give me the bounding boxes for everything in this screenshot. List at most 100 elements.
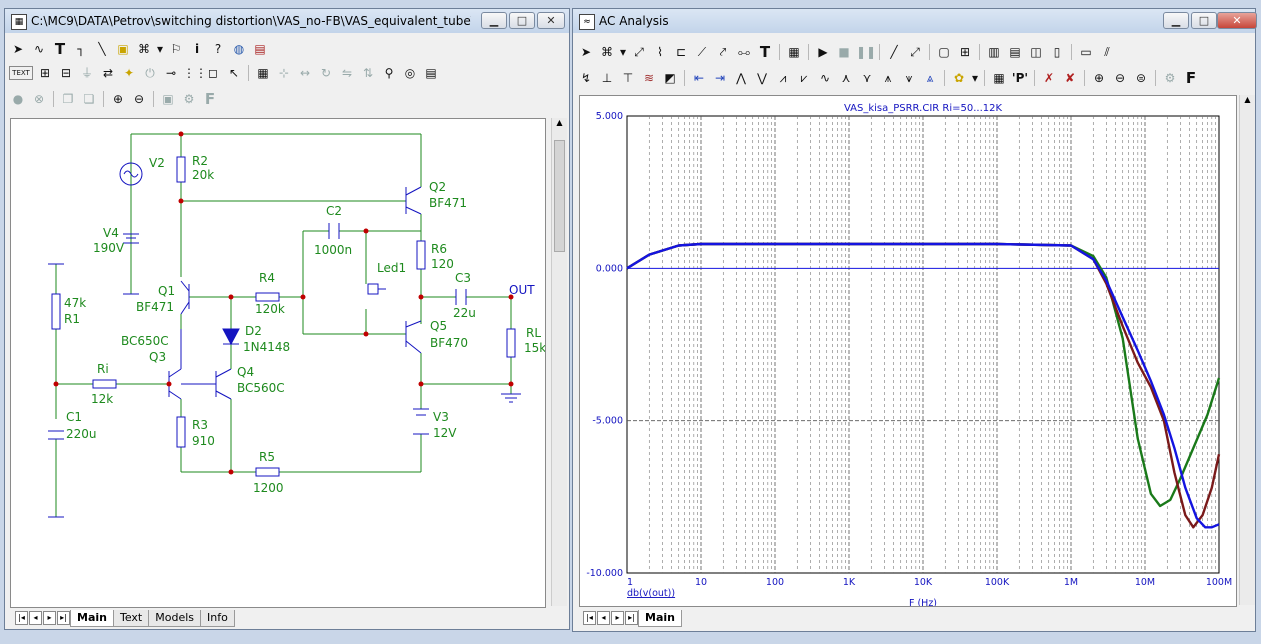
- properties-icon[interactable]: ▦: [257, 66, 269, 80]
- low-icon[interactable]: ⩗: [800, 71, 808, 85]
- scroll-thumb[interactable]: [554, 140, 565, 252]
- palette-icon[interactable]: ✿: [953, 71, 965, 85]
- cursor-icon[interactable]: ↯: [580, 71, 592, 85]
- analysis-vertical-scrollbar[interactable]: ▲: [1239, 95, 1255, 605]
- frame-icon[interactable]: ▢: [938, 45, 950, 59]
- flip-icon[interactable]: ⇅: [362, 66, 374, 80]
- globe-icon[interactable]: ◍: [233, 42, 245, 56]
- font-icon[interactable]: F: [204, 90, 216, 108]
- close-button[interactable]: ✕: [537, 12, 565, 29]
- align-icon[interactable]: ⊹: [278, 66, 290, 80]
- next-high-icon[interactable]: ⩚: [884, 71, 892, 85]
- analysis-maximize-button[interactable]: □: [1191, 12, 1217, 29]
- text-icon[interactable]: T: [54, 40, 66, 58]
- pin-icon[interactable]: ⊞: [39, 66, 51, 80]
- wire-bend-icon[interactable]: ┐: [77, 42, 85, 56]
- minimize-button[interactable]: ▁: [481, 12, 507, 29]
- cross-icon[interactable]: ⇄: [102, 66, 114, 80]
- binocular-icon[interactable]: ◎: [404, 66, 416, 80]
- component-palette-icon[interactable]: ⌘: [601, 45, 613, 59]
- global-low-icon[interactable]: ⋎: [862, 71, 872, 85]
- schematic-vertical-scrollbar[interactable]: ▲: [551, 118, 567, 606]
- analysis-minimize-button[interactable]: ▁: [1163, 12, 1189, 29]
- scale-icon[interactable]: ⤢: [634, 45, 644, 59]
- left-cursor-icon[interactable]: ⇤: [693, 71, 705, 85]
- tab-main[interactable]: Main: [70, 609, 114, 627]
- tag-icon[interactable]: ⤤: [719, 45, 727, 59]
- pinline-icon[interactable]: ⊸: [165, 66, 177, 80]
- data-points-icon[interactable]: ⌇: [657, 45, 663, 59]
- text-mode-icon[interactable]: TEXT: [9, 66, 33, 80]
- wire-icon[interactable]: ∿: [33, 42, 45, 56]
- schematic-titlebar[interactable]: ▦ C:\MC9\DATA\Petrov\switching distortio…: [5, 9, 569, 33]
- notes-icon[interactable]: ▤: [425, 66, 437, 80]
- schematic-canvas[interactable]: V2 V4 190V R2 20k Q2 BF471 C2 1000n R6 1…: [10, 118, 546, 608]
- rotate-icon[interactable]: ↻: [320, 66, 332, 80]
- gear-icon[interactable]: ⚙: [183, 92, 195, 106]
- wave-icon[interactable]: ≋: [643, 71, 655, 85]
- probe-icon[interactable]: ▤: [254, 42, 266, 56]
- diagonal-icon[interactable]: ⤢: [910, 45, 920, 59]
- next-low-icon[interactable]: ⩛: [905, 71, 913, 85]
- stop-icon[interactable]: ■: [838, 45, 850, 59]
- x-scale-icon[interactable]: ✗: [1043, 71, 1055, 85]
- on-icon[interactable]: ⏻: [145, 66, 155, 80]
- stop-icon[interactable]: ●: [12, 92, 24, 106]
- underline-icon[interactable]: ▭: [1080, 45, 1092, 59]
- run-icon[interactable]: ▶: [818, 45, 828, 59]
- select-arrow-icon[interactable]: ➤: [12, 42, 24, 56]
- paste-icon[interactable]: ❏: [83, 92, 95, 106]
- layout-1-icon[interactable]: ▥: [988, 45, 1000, 59]
- tab-info[interactable]: Info: [200, 609, 235, 627]
- scroll-up-arrow[interactable]: ▲: [1244, 95, 1251, 104]
- layout-3-icon[interactable]: ◫: [1030, 45, 1042, 59]
- text-icon[interactable]: T: [759, 43, 771, 61]
- zoom-out-icon[interactable]: ⊖: [1114, 71, 1126, 85]
- tab-prev-icon[interactable]: ◂: [597, 611, 610, 625]
- select-arrow-icon[interactable]: ➤: [580, 45, 592, 59]
- maximize-button[interactable]: □: [509, 12, 535, 29]
- probe-p-icon[interactable]: 'P': [1011, 71, 1029, 85]
- peak-icon[interactable]: ⊥: [601, 71, 613, 85]
- gear-icon[interactable]: ⚙: [1164, 71, 1176, 85]
- analysis-close-button[interactable]: ✕: [1217, 12, 1257, 29]
- dropdown-2-icon[interactable]: ▾: [971, 71, 979, 85]
- zoom-out-icon[interactable]: ⊖: [133, 92, 145, 106]
- dropdown-icon[interactable]: ▾: [156, 42, 164, 56]
- component-icon[interactable]: ▣: [117, 42, 129, 56]
- camera-icon[interactable]: ▣: [162, 92, 174, 106]
- scroll-up-arrow[interactable]: ▲: [556, 118, 563, 127]
- ground-icon[interactable]: ⏚: [80, 66, 93, 80]
- copy-icon[interactable]: ❐: [62, 92, 74, 106]
- bulb-icon[interactable]: ✦: [123, 66, 135, 80]
- slope-icon[interactable]: ⟋: [697, 45, 707, 59]
- table-icon[interactable]: ▦: [993, 71, 1005, 85]
- flag-icon[interactable]: ⚐: [170, 42, 182, 56]
- peak-left-icon[interactable]: ⋀: [736, 71, 746, 85]
- help-icon[interactable]: ?: [214, 42, 222, 56]
- tab-next-icon[interactable]: ▸: [611, 611, 624, 625]
- right-cursor-icon[interactable]: ⇥: [714, 71, 726, 85]
- tab-text[interactable]: Text: [112, 609, 150, 627]
- find-icon[interactable]: ⚲: [384, 66, 394, 80]
- cancel-icon[interactable]: ⊗: [33, 92, 45, 106]
- page-icon[interactable]: ◻: [208, 66, 218, 80]
- font-icon[interactable]: F: [1185, 69, 1197, 87]
- tab-main[interactable]: Main: [638, 609, 682, 627]
- pause-icon[interactable]: ❚❚: [856, 45, 877, 59]
- tab-prev-icon[interactable]: ◂: [29, 611, 42, 625]
- bracket-icon[interactable]: ⊏: [675, 45, 687, 59]
- tab-first-icon[interactable]: |◂: [583, 611, 596, 625]
- cursor-mode-icon[interactable]: ⫽: [1104, 45, 1110, 59]
- mirror-icon[interactable]: ⇋: [341, 66, 353, 80]
- valley-left-icon[interactable]: ⋁: [757, 71, 767, 85]
- zoom-in-icon[interactable]: ⊕: [112, 92, 124, 106]
- line-icon[interactable]: ╲: [98, 42, 106, 56]
- node-icon[interactable]: ⊟: [60, 66, 72, 80]
- node-tag-icon[interactable]: ⧟: [737, 45, 750, 59]
- component-palette-icon[interactable]: ⌘: [138, 42, 150, 56]
- stack-icon[interactable]: ⩓: [926, 71, 934, 85]
- y-scale-icon[interactable]: ✘: [1064, 71, 1076, 85]
- analysis-titlebar[interactable]: ≈ AC Analysis ▁ □ ✕: [573, 9, 1257, 33]
